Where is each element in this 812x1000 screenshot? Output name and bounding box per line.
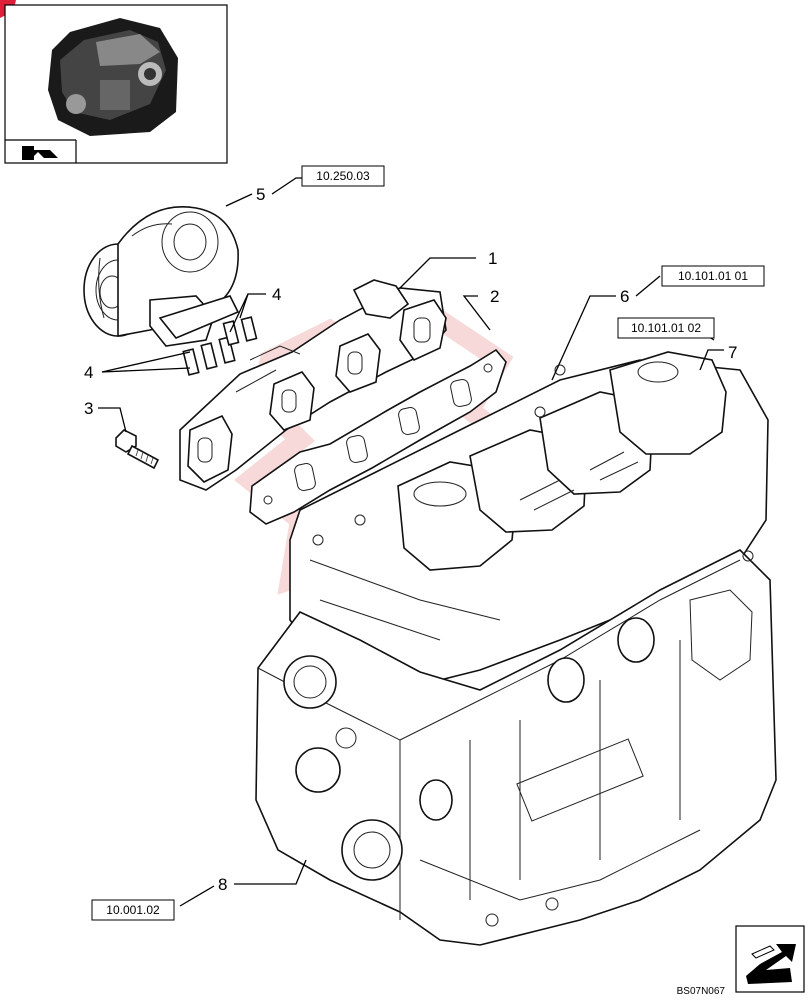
reference-head-b-text: 10.101.01 02 <box>631 321 701 335</box>
reference-head-a-text: 10.101.01 01 <box>678 269 748 283</box>
exhaust-manifold-part[interactable] <box>179 279 447 491</box>
callout-8: 8 <box>218 875 227 894</box>
callout-7: 7 <box>728 343 737 362</box>
callout-6: 6 <box>620 287 629 306</box>
manifold-gasket-part[interactable] <box>249 348 507 525</box>
reference-turbo-text: 10.250.03 <box>316 169 370 183</box>
next-page-button[interactable] <box>735 925 805 993</box>
turbocharger-part[interactable] <box>83 206 240 347</box>
stud-set[interactable] <box>182 316 258 376</box>
reference-box-block[interactable]: 10.001.02 <box>91 899 175 921</box>
back-arrow-icon[interactable] <box>22 146 58 160</box>
callout-5: 5 <box>256 185 265 204</box>
engine-thumbnail[interactable] <box>4 4 228 164</box>
callout-3: 3 <box>84 399 93 418</box>
callout-labels: 5 1 2 4 4 3 6 7 8 <box>84 185 737 894</box>
reference-block-text: 10.001.02 <box>106 903 160 917</box>
cylinder-head-part[interactable] <box>289 351 769 691</box>
reference-box-turbo[interactable]: 10.250.03 <box>301 165 385 187</box>
callout-2: 2 <box>490 287 499 306</box>
callout-4-left: 4 <box>84 363 93 382</box>
engine-thumbnail-icon <box>48 18 178 136</box>
figure-code: BS07N067 <box>677 986 726 997</box>
callout-1: 1 <box>488 249 497 268</box>
leader-lines <box>98 177 724 907</box>
next-arrow-icon <box>746 944 796 984</box>
reference-box-head-a[interactable]: 10.101.01 01 <box>661 265 765 287</box>
reference-box-head-b[interactable]: 10.101.01 02 <box>617 317 715 339</box>
engine-block-part[interactable] <box>255 549 777 946</box>
bolt-part[interactable] <box>115 429 160 470</box>
callout-4-right: 4 <box>272 285 281 304</box>
